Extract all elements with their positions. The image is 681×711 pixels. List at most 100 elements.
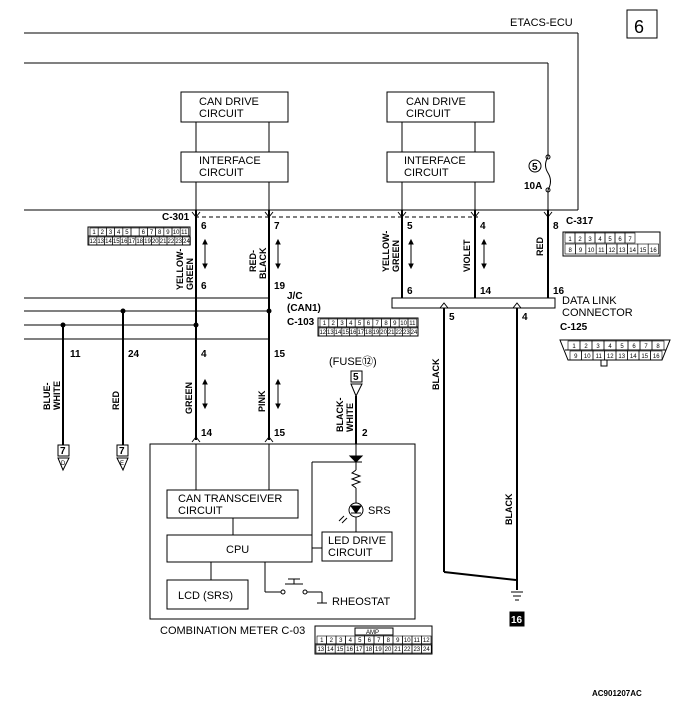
- can-drive-right-line1: CAN DRIVE: [406, 96, 466, 108]
- ref-d-number: 7: [60, 446, 66, 457]
- connector-cell-label: 1: [572, 344, 576, 350]
- connector-cell-label: 23: [175, 239, 182, 245]
- connector-cell-label: 2: [332, 321, 336, 327]
- connector-cell-label: 17: [129, 239, 136, 245]
- connector-cell-label: 1: [568, 237, 572, 243]
- connector-cell-label: 13: [97, 239, 104, 245]
- jc-label-line2: (CAN1): [287, 303, 321, 314]
- connector-cell-label: 14: [335, 330, 342, 336]
- connector-cell: [407, 318, 418, 328]
- connector-cell-label: 9: [574, 354, 578, 360]
- wire-label-red-black-a: RED-: [248, 250, 258, 272]
- connector-cell-label: 16: [121, 239, 128, 245]
- wire-label-pink: PINK: [257, 390, 267, 412]
- jc-pin-6: 6: [201, 281, 207, 292]
- connector-cell-label: 10: [400, 321, 407, 327]
- connector-cell-label: 10: [584, 354, 591, 360]
- connector-cell-label: 7: [376, 321, 380, 327]
- dlc-pin-5: 5: [449, 312, 455, 323]
- wire-label-violet: VIOLET: [462, 239, 472, 272]
- dlc-label-line1: DATA LINK: [562, 295, 617, 307]
- connector-cell-label: 23: [413, 647, 420, 653]
- connector-cell-label: 15: [337, 647, 344, 653]
- can-drive-left-line2: CIRCUIT: [199, 108, 244, 120]
- connector-cell-label: 23: [403, 330, 410, 336]
- connector-cell-label: 24: [423, 647, 430, 653]
- connector-cell-label: 17: [356, 647, 363, 653]
- interface-right-line1: INTERFACE: [404, 155, 466, 167]
- can-transceiver-line1: CAN TRANSCEIVER: [178, 493, 282, 505]
- dlc-label-line2: CONNECTOR: [562, 307, 633, 319]
- meter-pin-14: 14: [201, 428, 213, 439]
- wire-label-black-2: BLACK: [504, 493, 514, 525]
- dlc-connector-label: C-125: [560, 322, 588, 333]
- connector-cell-label: 22: [395, 330, 402, 336]
- connector-cell-label: 16: [653, 354, 660, 360]
- connector-cell-label: 8: [569, 248, 573, 254]
- fuse12-number: 5: [353, 372, 359, 383]
- connector-cell-label: 5: [358, 321, 362, 327]
- connector-cell-label: 6: [632, 344, 636, 350]
- connector-cell-label: 4: [349, 638, 353, 644]
- connector-cell-label: 24: [183, 239, 190, 245]
- led-drive-line2: CIRCUIT: [328, 547, 373, 559]
- connector-cell: [179, 227, 189, 237]
- connector-cell: [182, 236, 191, 246]
- jc-pin-11: 11: [70, 349, 81, 360]
- connector-cell-label: 15: [640, 248, 647, 254]
- connector-c301-label: C-301: [162, 212, 190, 223]
- connector-cell-label: 11: [181, 230, 188, 236]
- connector-cell-label: 2: [578, 237, 582, 243]
- connector-cell: [421, 644, 432, 654]
- connector-cell-label: 19: [375, 647, 382, 653]
- connector-cell-label: 3: [340, 321, 344, 327]
- connector-cell-label: 14: [105, 239, 112, 245]
- wire-label-yellow-green-1a: YELLOW-: [175, 249, 185, 290]
- ecu-pin-7: 7: [274, 221, 280, 232]
- jc-pin-4: 4: [201, 349, 207, 360]
- ecu-pin-6: 6: [201, 221, 207, 232]
- connector-cell-label: 12: [319, 330, 326, 336]
- connector-cell-label: 2: [101, 230, 105, 236]
- ground-number: 16: [511, 615, 523, 626]
- interface-right-line2: CIRCUIT: [404, 167, 449, 179]
- jc-connector-label: C-103: [287, 317, 315, 328]
- wire-label-black-white-a: BLACK-: [335, 398, 345, 433]
- connector-cell-label: 24: [411, 330, 418, 336]
- dlc-pin-4: 4: [522, 312, 528, 323]
- connector-cell-label: 1: [320, 638, 324, 644]
- connector-cell-label: 11: [596, 354, 603, 360]
- connector-cell-label: 12: [608, 248, 615, 254]
- connector-cell-label: 8: [158, 230, 162, 236]
- combination-meter-label: COMBINATION METER C-03: [160, 625, 305, 637]
- connector-cell-label: 11: [414, 638, 421, 644]
- connector-cell-label: 1: [92, 230, 96, 236]
- connector-cell-label: 10: [588, 248, 595, 254]
- page-number: 6: [634, 17, 644, 37]
- connector-cell-label: 2: [584, 344, 588, 350]
- connector-cell-label: 8: [387, 638, 391, 644]
- can-drive-right-line2: CIRCUIT: [406, 108, 451, 120]
- connector-cell-label: 16: [346, 647, 353, 653]
- connector-cell-label: 13: [619, 248, 626, 254]
- connector-cell-label: 13: [317, 647, 324, 653]
- connector-cell-label: 20: [385, 647, 392, 653]
- connector-cell-label: 7: [644, 344, 648, 350]
- ecu-pin-5: 5: [407, 221, 413, 232]
- connector-cell-label: 4: [349, 321, 353, 327]
- connector-cell-label: 1: [323, 321, 327, 327]
- dlc-pin-16: 16: [553, 286, 565, 297]
- connector-cell-label: 22: [168, 239, 175, 245]
- connector-cell-label: 7: [628, 237, 632, 243]
- connector-cell-label: 21: [388, 330, 395, 336]
- cpu-label: CPU: [226, 544, 249, 556]
- connector-cell-label: 7: [377, 638, 381, 644]
- ecu-pin-4: 4: [480, 221, 486, 232]
- connector-cell: [650, 350, 663, 361]
- connector-cell-label: 12: [90, 239, 97, 245]
- connector-cell-label: 12: [423, 638, 430, 644]
